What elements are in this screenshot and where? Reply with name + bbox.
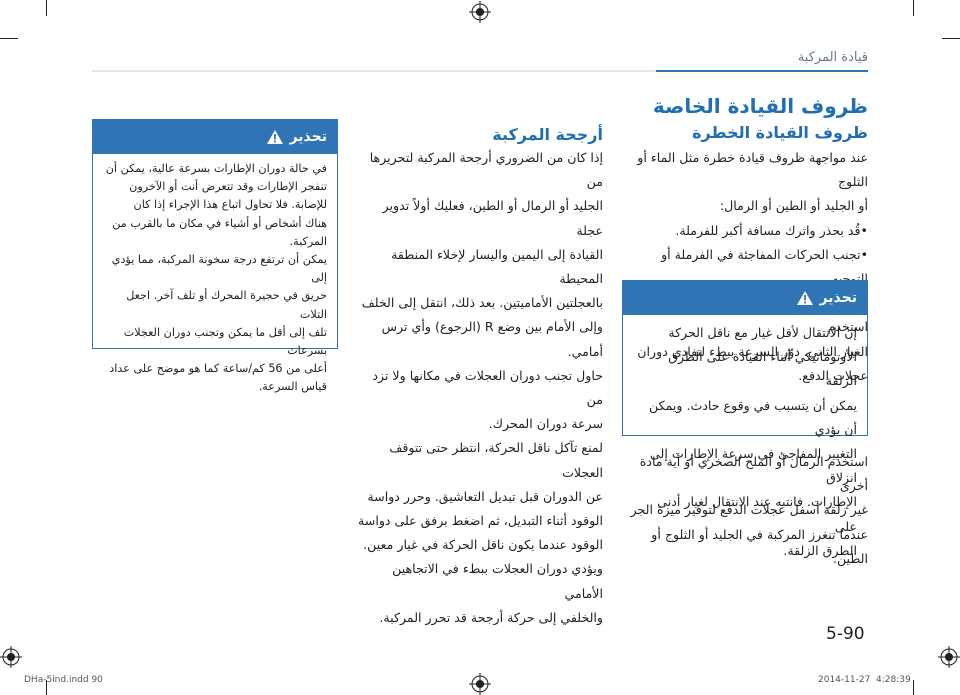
body-line: القيادة إلى اليمين واليسار لإخلاء المنطق… [391,246,603,287]
warning-line: أعلى من 56 كم/ساعة كما هو موضح على عداد [109,362,327,376]
chapter-header: قيادة المركبة [797,50,868,65]
header-rule [92,70,868,72]
header-rule-accent [656,70,868,72]
right-column-outro: استخدم الرمال أو الملح الصخري أو أية ماد… [622,450,868,571]
body-line: الغيار الثاني. دوّر السرعة ببطء لتفادي د… [637,343,868,359]
body-line: بالعجلتين الأماميتين. بعد ذلك، انتقل إلى… [361,295,603,311]
body-line: الجليد أو الرمال أو الطين، فعليك أولاً ت… [382,198,603,238]
warning-label: تحذير [819,290,857,306]
bullet-line: •قُد بحذر واترك مسافة أكبر للفرملة. [675,222,868,238]
slug-timestamp: 2014-11-27 ￼ 4:28:39 [818,675,911,685]
crop-mark [913,0,914,16]
warning-line: هناك أشخاص أو أشياء في مكان ما بالقرب من [112,216,327,230]
registration-mark-icon [938,646,960,668]
warning-line: للإصابة. فلا تحاول اتباع هذا الإجراء إذا… [133,198,327,212]
body-line: غير زلقة أسفل عجلات الدفع لتوفير ميزة ال… [630,502,868,518]
middle-column: أرجحة المركبة إذا كان من الضروري أرجحة ا… [357,124,603,630]
crop-mark [46,0,47,16]
warning-line: تلف إلى أقل ما يمكن وتجنب دوران العجلات … [123,325,327,358]
warning-line: التغيير المفاجئ في سرعة الإطارات إلى انز… [650,446,857,486]
body-line: حاول تجنب دوران العجلات في مكانها ولا تز… [372,367,603,408]
registration-mark-icon [0,646,22,668]
body-line: لمنع تآكل ناقل الحركة، انتظر حتى تتوقف ا… [389,440,603,480]
body-line: عند مواجهة ظروف قيادة خطرة مثل الماء أو … [637,150,868,190]
crop-mark [913,680,914,695]
body-line: سرعة دوران المحرك. [488,416,603,432]
rocking-subtitle: أرجحة المركبة [492,125,603,144]
warning-line: قياس السرعة. [258,380,327,394]
body-line: عندما تنغرز المركبة في الجليد أو الثلوج … [651,526,868,566]
warning-triangle-icon [796,291,813,305]
crop-mark [46,680,47,695]
warning-box: تحذير إن الانتقال لأقل غيار مع ناقل الحر… [622,280,868,558]
warning-line: الأوتوماتيكي أثناء القيادة على الطرق الز… [668,349,857,389]
body-line: استخدم الرمال أو الملح الصخري أو أية ماد… [639,454,868,494]
body-line: الوقود أثناء التبديل، ثم اضغط برفق على د… [358,513,603,529]
body-line: عن الدوران قبل تبديل التعاشيق. وحرر دواس… [367,488,603,504]
warning-line: يمكن أن ترتفع درجة سخونة المركبة، مما يؤ… [111,253,327,285]
warning-box: تحذير في حالة دوران الإطارات بسرعة عالية… [92,119,338,393]
body-line: أو الجليد أو الطين أو الرمال: [719,198,868,214]
warning-line: تنفجر الإطارات وقد تتعرض أنت أو الآخرون [129,180,327,194]
body-line: عجلات الدفع. [798,367,868,383]
body-line: إذا كان من الضروري أرجحة المركبة لتحريره… [369,150,603,190]
registration-mark-icon [469,1,491,23]
registration-mark-icon [469,673,491,695]
section-title: ظروف القيادة الخاصة [652,94,868,118]
warning-label: تحذير [289,129,327,145]
body-line: والخلفي إلى حركة أرجحة قد تحرر المركبة. [379,609,603,625]
section-subtitle: ظروف القيادة الخطرة [692,123,868,142]
crop-mark [0,38,18,39]
warning-header: تحذير [623,281,867,315]
body-line: وإلى الأمام بين وضع R (الرجوع) وأي ترس أ… [381,319,603,359]
warning-line: الطرق الزلقة. [783,542,857,558]
warning-header: تحذير [93,120,337,154]
warning-line: إن الانتقال لأقل غيار مع ناقل الحركة [668,325,857,340]
warning-line: يمكن أن يتسبب في وقوع حادث. ويمكن أن يؤد… [649,397,857,437]
page-number: 5-90 [826,624,865,644]
warning-line: المركبة. [289,234,327,248]
body-line: الوقود عندما يكون ناقل الحركة في غيار مع… [363,537,603,553]
warning-line: في حالة دوران الإطارات بسرعة عالية، يمكن… [105,162,327,175]
warning-line: حريق في حجيرة المحرك أو تلف آخر. اجعل ال… [126,289,327,321]
warning-body: إن الانتقال لأقل غيار مع ناقل الحركة الأ… [623,315,867,571]
warning-line: الإطارات. فانتبه عند الانتقال لغيار أدنى… [657,494,857,534]
body-line: ويؤدي دوران العجلات ببطء في الاتجاهين ال… [392,561,603,601]
slug-filename: DHa-5ind.indd 90 [24,675,103,685]
warning-body: في حالة دوران الإطارات بسرعة عالية، يمكن… [93,154,337,405]
warning-triangle-icon [266,130,283,144]
crop-mark [942,38,960,39]
